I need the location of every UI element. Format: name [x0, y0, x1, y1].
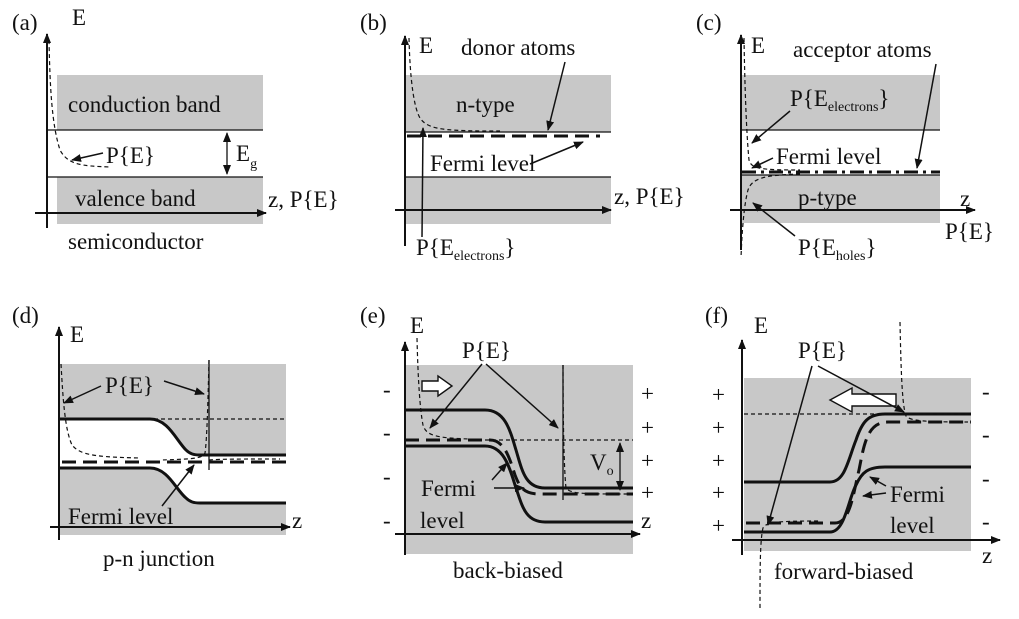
svg-text:-: - [383, 508, 391, 533]
p-of-e-label: P{E} [798, 338, 847, 363]
valence-band [57, 177, 263, 224]
panel-b-tag: (b) [360, 10, 387, 35]
conduction-band [57, 75, 263, 130]
panel-a-caption: semiconductor [68, 229, 204, 254]
p-of-e-label: P{E} [462, 338, 511, 363]
vo-label: Vo [590, 450, 614, 479]
panel-f: (f) E P{E} Fermi level z forward-biased … [705, 303, 1001, 609]
probability-curve-left [416, 337, 471, 440]
probability-curve-right [159, 359, 281, 461]
panel-c: (c) E acceptor atoms P{Eelectrons} Fermi… [696, 10, 994, 264]
minus-signs: - - - - [383, 377, 391, 533]
fermi-level-label: Fermi level [776, 144, 881, 169]
axis-e-label: E [410, 313, 424, 338]
svg-text:-: - [982, 466, 990, 491]
svg-text:-: - [982, 422, 990, 447]
p-of-e-label: P{E} [106, 143, 155, 168]
panel-d-caption: p-n junction [103, 546, 215, 571]
electron-probability-curve [743, 37, 801, 171]
panel-d: (d) E P{E} Fermi level z p-n junction [12, 303, 302, 571]
panel-e-caption: back-biased [453, 558, 563, 583]
svg-text:-: - [383, 377, 391, 402]
svg-text:+: + [712, 448, 725, 473]
conduction-band-edge [405, 408, 633, 490]
plus-signs: + + + + + [712, 382, 725, 538]
svg-text:+: + [712, 513, 725, 538]
p-electrons-label: P{Eelectrons} [790, 86, 889, 115]
svg-text:+: + [641, 415, 654, 440]
level-label: level [890, 513, 935, 538]
conduction-band-bend [60, 364, 286, 455]
probability-curve-right [562, 364, 631, 495]
probability-curve [48, 39, 111, 168]
donor-atoms-label: donor atoms [461, 35, 575, 60]
probability-curve-left [759, 520, 821, 609]
n-type-label: n-type [456, 92, 515, 117]
x-axis-label: z [641, 508, 651, 533]
svg-text:-: - [383, 464, 391, 489]
axis-e-label: E [419, 33, 433, 58]
panel-f-caption: forward-biased [774, 559, 914, 584]
panel-e: (e) E P{E} Fermi level Vo z back-biased … [360, 303, 654, 583]
conduction-band-edge [744, 412, 971, 484]
p-type-label: p-type [798, 185, 857, 210]
valence-band [60, 468, 286, 535]
minus-signs: - - - - [982, 379, 990, 534]
svg-text:+: + [712, 382, 725, 407]
band-gap-label: Eg [236, 141, 257, 172]
plus-signs: + + + + [641, 381, 654, 505]
probability-curve-left [60, 363, 141, 459]
svg-text:+: + [712, 415, 725, 440]
axis-e-label: E [72, 5, 86, 30]
left-arrow-icon [828, 386, 897, 414]
p-electrons-label: P{Eelectrons} [416, 235, 515, 264]
valence-band-label: valence band [75, 186, 196, 211]
panel-a: (a) E conduction band valence band P{E} … [12, 5, 339, 254]
right-arrow-icon [421, 374, 454, 398]
x-axis-label: z, P{E} [614, 184, 685, 209]
svg-text:+: + [712, 480, 725, 505]
panel-c-tag: (c) [696, 10, 722, 35]
fermi-level-label: Fermi level [430, 151, 535, 176]
svg-text:+: + [641, 480, 654, 505]
conduction-band [740, 75, 940, 130]
fermi-level-line [405, 438, 633, 496]
axis-e-label: E [754, 313, 768, 338]
x-axis-label: z, P{E} [268, 187, 339, 212]
svg-text:+: + [641, 448, 654, 473]
p-of-e-label: P{E} [105, 373, 154, 398]
valence-band [740, 175, 940, 223]
svg-text:-: - [982, 379, 990, 404]
fermi-label: Fermi [890, 482, 945, 507]
x-axis-label: z [982, 543, 992, 568]
hole-probability-curve [740, 173, 801, 259]
x-axis-z-label: z [960, 186, 970, 211]
fermi-label: Fermi [421, 476, 476, 501]
probability-curve-right [899, 321, 969, 423]
p-holes-label: P{Eholes} [798, 235, 877, 264]
fermi-level-label: Fermi level [68, 504, 173, 529]
conduction-band-edge [60, 417, 286, 457]
panel-e-tag: (e) [360, 303, 386, 328]
svg-text:+: + [641, 381, 654, 406]
valence-band [406, 177, 611, 224]
x-axis-p-label: P{E} [945, 219, 994, 244]
panel-d-tag: (d) [12, 303, 39, 328]
panel-a-tag: (a) [12, 10, 38, 35]
svg-text:-: - [982, 509, 990, 534]
panel-b: (b) E donor atoms n-type Fermi level z, … [360, 10, 685, 264]
x-axis-label: z [292, 508, 302, 533]
conduction-band-label: conduction band [68, 92, 221, 117]
valence-band-edge [60, 466, 286, 505]
conduction-band [406, 75, 611, 132]
axis-e-label: E [751, 33, 765, 58]
panel-f-tag: (f) [705, 303, 728, 328]
svg-text:-: - [383, 420, 391, 445]
axis-e-label: E [70, 322, 84, 347]
level-label: level [420, 508, 465, 533]
acceptor-atoms-label: acceptor atoms [793, 37, 932, 62]
fermi-level-line [746, 420, 971, 525]
